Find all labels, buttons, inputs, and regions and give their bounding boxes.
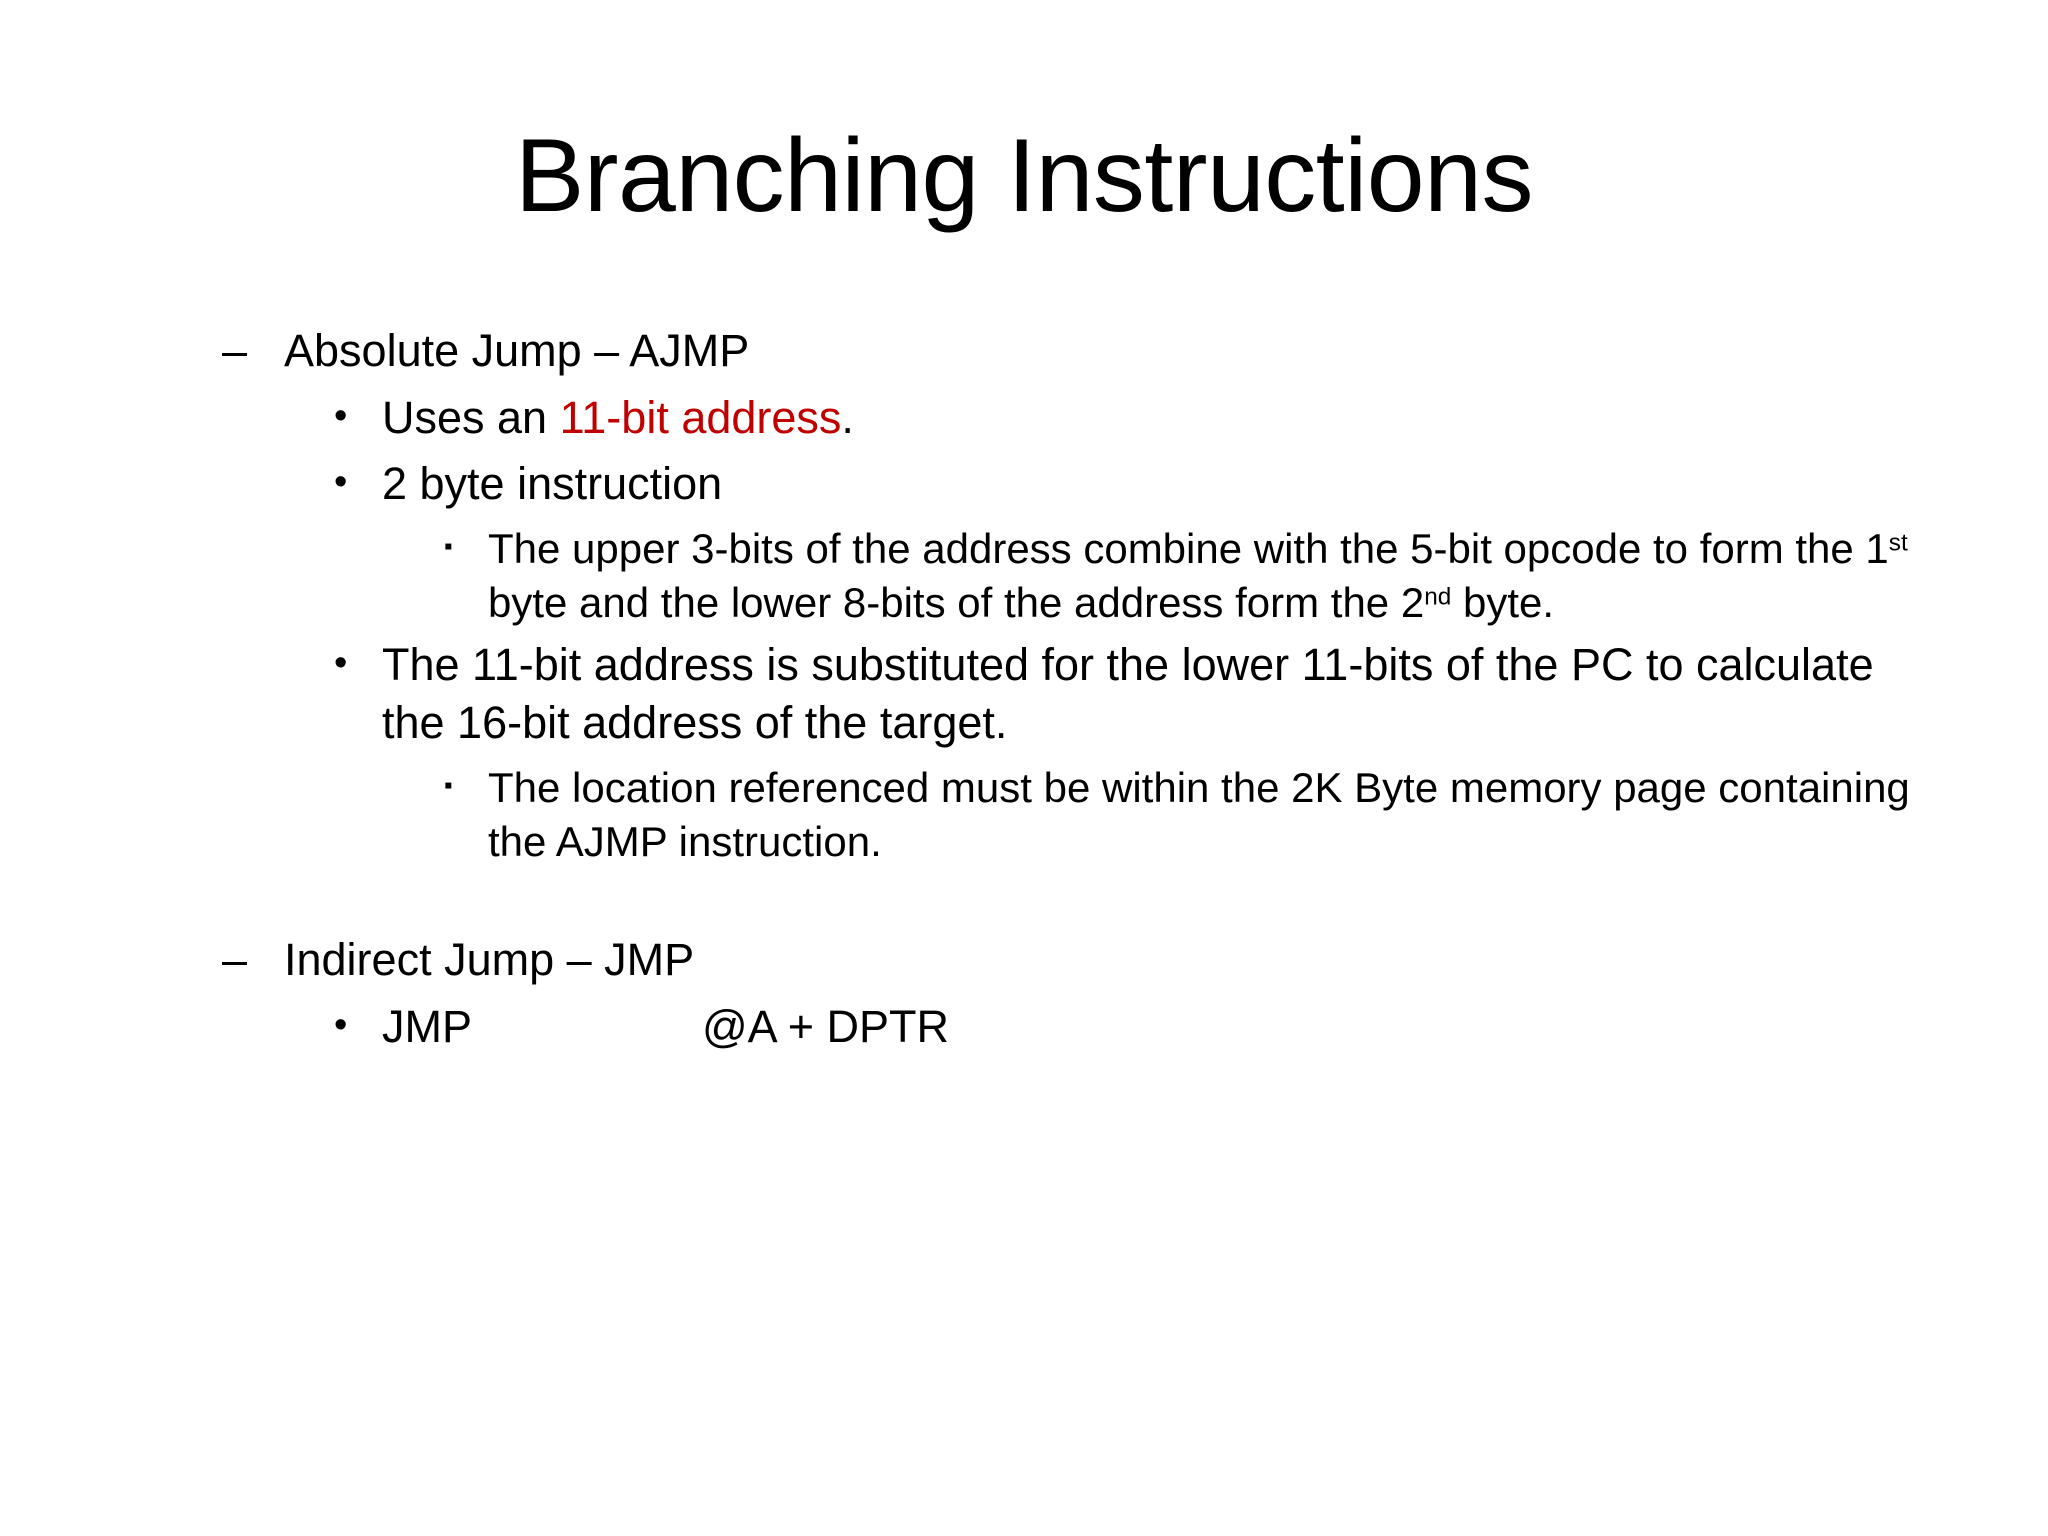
uses-suffix-text: . — [841, 391, 854, 443]
square-bullet-marker-icon: ▪ — [444, 532, 453, 560]
bullet-jmp-operand-label: JMP @A + DPTR — [382, 998, 1922, 1057]
bullet-address-substituted-label: The 11-bit address is substituted for th… — [382, 638, 1874, 749]
paragraph-spacer — [222, 875, 1922, 931]
square-bullet-marker-icon: ▪ — [444, 771, 453, 799]
bullet-location-referenced-label: The location referenced must be within t… — [488, 763, 1910, 866]
ordinal-suffix-nd: nd — [1424, 583, 1452, 611]
upper-3bits-part-b: byte and the lower 8-bits of the address… — [488, 578, 1425, 626]
highlight-11bit-address: 11-bit address — [559, 391, 842, 443]
uses-prefix-text: Uses an — [382, 391, 560, 443]
dash-marker-icon: – — [222, 934, 248, 986]
bullet-location-referenced: ▪ The location referenced must be within… — [444, 761, 1922, 869]
bullet-uses-11bit-address-label: Uses an 11-bit address. — [382, 389, 1922, 448]
round-bullet-marker-icon: • — [334, 461, 348, 503]
bullet-upper-3bits-label: The upper 3-bits of the address combine … — [488, 522, 1922, 630]
bullet-indirect-jump: – Indirect Jump – JMP — [222, 931, 1922, 990]
jmp-operand-text: @A + DPTR — [702, 1000, 949, 1052]
round-bullet-marker-icon: • — [334, 1003, 348, 1046]
bullet-two-byte-instruction-label: 2 byte instruction — [382, 458, 723, 509]
bullet-uses-11bit-address: • Uses an 11-bit address. — [334, 389, 1922, 448]
ordinal-suffix-st: st — [1888, 528, 1908, 556]
bullet-upper-3bits: ▪ The upper 3-bits of the address combin… — [444, 522, 1922, 630]
bullet-absolute-jump: – Absolute Jump – AJMP — [222, 322, 1922, 381]
slide-title: Branching Instructions — [515, 118, 1533, 234]
upper-3bits-part-c: byte. — [1451, 578, 1555, 626]
bullet-jmp-operand: • JMP @A + DPTR — [334, 998, 1922, 1057]
upper-3bits-part-a: The upper 3-bits of the address combine … — [488, 524, 1889, 572]
dash-marker-icon: – — [222, 325, 248, 376]
jmp-mnemonic-text: JMP — [382, 1000, 472, 1052]
round-bullet-marker-icon: • — [334, 394, 348, 437]
bullet-indirect-jump-label: Indirect Jump – JMP — [284, 934, 695, 986]
slide-body: – Absolute Jump – AJMP • Uses an 11-bit … — [222, 322, 1922, 1064]
round-bullet-marker-icon: • — [334, 641, 348, 684]
bullet-address-substituted: • The 11-bit address is substituted for … — [334, 636, 1922, 753]
bullet-two-byte-instruction: • 2 byte instruction — [334, 455, 1922, 514]
bullet-absolute-jump-label: Absolute Jump – AJMP — [284, 325, 750, 376]
